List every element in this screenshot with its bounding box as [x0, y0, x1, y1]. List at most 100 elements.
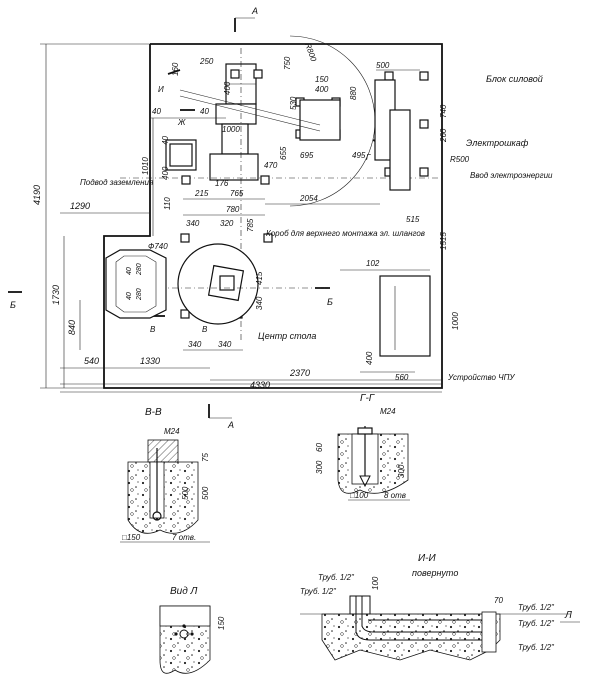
- dim-785: 785: [246, 218, 255, 232]
- dim-495: 495: [352, 151, 366, 160]
- dim-880: 880: [349, 86, 358, 100]
- detail-ii-t3: Труб. 1/2": [518, 603, 555, 612]
- dim-176: 176: [215, 179, 229, 188]
- dim-765: 765: [230, 189, 244, 198]
- detail-ii-subtitle: повернуто: [412, 568, 458, 578]
- dim-40c: 40: [161, 136, 170, 145]
- detail-vv-150: □150: [122, 533, 141, 542]
- left-trough: 40 280 40 280: [105, 249, 167, 319]
- detail-ii-t5: Труб. 1/2": [518, 643, 555, 652]
- detail-ii-100: 100: [371, 576, 380, 590]
- dim-r500: R500: [450, 155, 470, 164]
- section-g: Г: [366, 153, 371, 162]
- dim-655: 655: [279, 146, 288, 160]
- dim-340b: 340: [218, 340, 232, 349]
- section-b-left: Б: [10, 300, 16, 310]
- dim-1515: 1515: [439, 232, 448, 250]
- detail-ii-70: 70: [494, 596, 503, 605]
- cnc-device: 102: [340, 259, 431, 357]
- dim-1010: 1010: [141, 157, 150, 175]
- overall-dimensions: 4190 1730 840 1290 540 1330 2370 4330 34…: [32, 44, 442, 393]
- detail-ii-t2: Труб. 1/2": [300, 587, 337, 596]
- dim-840: 840: [67, 320, 77, 335]
- dim-110: 110: [163, 197, 172, 210]
- detail-gg: Г-Г М24 60 300 300 □100 8 отв: [315, 393, 410, 501]
- label-vvod: Ввод электроэнергии: [470, 171, 553, 180]
- section-b-right: Б: [327, 297, 333, 307]
- label-korob: Короб для верхнего монтажа эл. шлангов: [266, 229, 425, 238]
- label-podvod: Подвод заземления: [80, 178, 154, 187]
- dim-530: 530: [289, 96, 298, 110]
- dim-total-height: 4190: [32, 185, 42, 205]
- dim-40d: 40: [126, 292, 133, 300]
- detail-vv: В-В М24 75 500 500 □150 7 отв.: [120, 407, 210, 543]
- detail-vv-500a: 500: [181, 486, 190, 500]
- dim-102: 102: [366, 259, 380, 268]
- dim-phi740: Ф740: [148, 242, 168, 251]
- detail-ii-title: И-И: [418, 553, 436, 564]
- plan-labels: Блок силовой Электрошкаф Ввод электроэне…: [80, 74, 553, 382]
- dim-560: 560: [395, 373, 409, 382]
- detail-gg-300a: 300: [315, 460, 324, 474]
- label-electroshkaf: Электрошкаф: [466, 138, 529, 148]
- machine-column: [120, 48, 440, 340]
- rotary-table: Ф740 415 340: [120, 242, 330, 325]
- label-centr: Центр стола: [258, 331, 316, 341]
- detail-vv-500b: 500: [201, 486, 210, 500]
- dim-280b: 280: [136, 263, 143, 276]
- detail-gg-100: □100: [350, 491, 369, 500]
- detail-gg-holes: 8 отв: [384, 491, 406, 500]
- dim-400b: 400: [223, 81, 232, 95]
- detail-vid-150: 150: [217, 616, 226, 630]
- detail-ii-arrow: Л: [564, 610, 572, 621]
- dim-1290: 1290: [70, 201, 90, 211]
- detail-ii-t1: Труб. 1/2": [318, 573, 355, 582]
- detail-gg-title: Г-Г: [360, 393, 376, 404]
- section-a-bottom-marker: А: [208, 404, 234, 430]
- section-v-left: В: [150, 325, 156, 334]
- dim-2370: 2370: [289, 368, 310, 378]
- dim-1330: 1330: [140, 356, 160, 366]
- dim-2054: 2054: [299, 194, 318, 203]
- section-v-right: В: [202, 325, 208, 334]
- dim-340d: 340: [255, 296, 264, 310]
- dim-40e: 40: [126, 267, 133, 275]
- dim-160: 160: [171, 62, 180, 76]
- detail-vv-bolt: М24: [164, 427, 180, 436]
- dim-340a: 340: [188, 340, 202, 349]
- dim-515: 515: [406, 215, 420, 224]
- dim-415: 415: [255, 271, 264, 285]
- section-i: И: [158, 85, 164, 94]
- dim-740: 740: [439, 104, 448, 118]
- upper-dimensions: 250 160 40 40 1010 40 400 400 1000 110 2…: [141, 56, 380, 236]
- dim-340c: 340: [186, 219, 200, 228]
- dim-1000a: 1000: [222, 125, 240, 134]
- dim-150: 150: [315, 75, 329, 84]
- detail-view-l: Вид Л 150: [159, 586, 226, 674]
- dim-40a: 40: [152, 107, 161, 116]
- dim-280a: 280: [136, 288, 143, 301]
- detail-vv-75: 75: [201, 453, 210, 462]
- label-ustroystvo: Устройство ЧПУ: [447, 373, 515, 382]
- detail-vv-title: В-В: [145, 407, 162, 418]
- detail-ii: И-И повернуто 100 70 Труб. 1/2" Труб. 1/…: [300, 553, 580, 661]
- section-a-top: А: [251, 6, 258, 16]
- dim-215: 215: [194, 189, 209, 198]
- label-blok: Блок силовой: [486, 74, 543, 84]
- dim-400a: 400: [161, 166, 170, 180]
- dim-500: 500: [376, 61, 390, 70]
- dim-4330: 4330: [250, 380, 270, 390]
- dim-780: 780: [226, 205, 240, 214]
- plan-outline: [40, 43, 443, 389]
- dim-1730: 1730: [51, 285, 61, 305]
- dim-540: 540: [84, 356, 99, 366]
- section-zh: Ж: [177, 118, 186, 127]
- section-a-bottom: А: [227, 420, 234, 430]
- dim-320: 320: [220, 219, 234, 228]
- dim-1000b: 1000: [451, 312, 460, 330]
- detail-gg-300b: 300: [397, 464, 406, 478]
- dim-250: 250: [199, 57, 214, 66]
- detail-vv-holes: 7 отв.: [172, 533, 196, 542]
- detail-ii-t4: Труб. 1/2": [518, 619, 555, 628]
